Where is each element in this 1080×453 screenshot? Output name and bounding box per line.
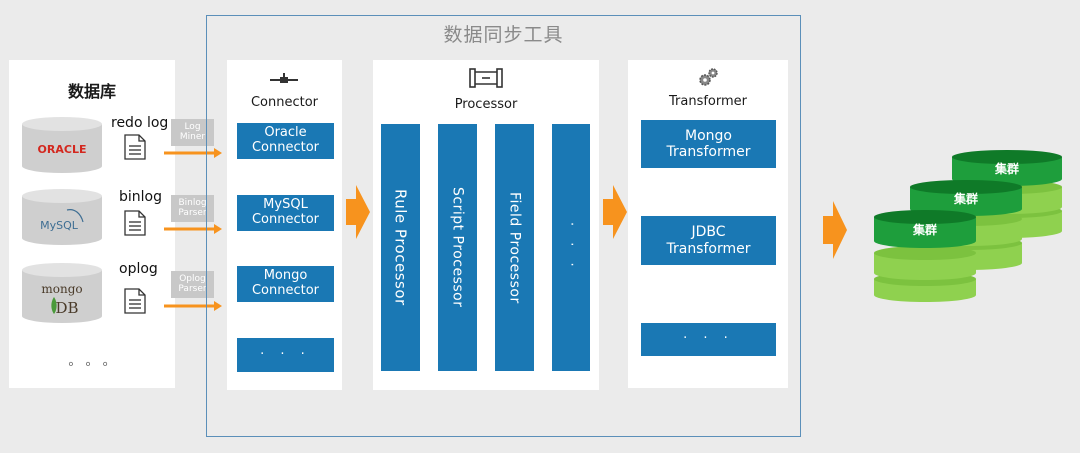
field-processor: Field Processor <box>495 124 534 371</box>
sync-tool-frame <box>206 15 801 437</box>
binlog-label: binlog <box>119 189 162 205</box>
transformer-title: Transformer <box>668 94 747 109</box>
document-icon <box>124 134 146 160</box>
connector-more: · · · <box>237 338 334 372</box>
mysql-db-icon: MySQL <box>22 189 102 245</box>
cluster-label: 集群 <box>912 222 937 237</box>
transformer-more: · · · <box>641 323 776 356</box>
oracle-logo: ORACLE <box>38 143 87 156</box>
processor-icon <box>469 68 503 88</box>
redo-log-label: redo log <box>111 115 169 131</box>
flow-arrow-icon <box>346 185 370 239</box>
parser-arrows <box>164 148 222 311</box>
database-more: 。 。 。 <box>68 354 116 369</box>
mysql-logo: MySQL <box>40 219 79 232</box>
document-icon <box>124 210 146 236</box>
flow-arrow-icon <box>823 201 847 259</box>
mongodb-logo-top: mongo <box>41 282 82 296</box>
database-title: 数据库 <box>67 82 116 101</box>
cluster-label: 集群 <box>953 191 978 206</box>
mongodb-logo-bottom: DB <box>55 299 78 317</box>
flow-arrow-icon <box>603 185 627 239</box>
cluster-stacks: 集群 集群 集群 <box>874 150 1062 302</box>
processor-more: · · · <box>552 124 590 371</box>
script-processor: Script Processor <box>438 124 477 371</box>
document-icon <box>124 288 146 314</box>
processor-title: Processor <box>454 97 518 112</box>
gears-icon <box>699 68 718 86</box>
cluster-stack-front: 集群 <box>874 210 976 302</box>
rule-processor: Rule Processor <box>381 124 420 371</box>
mongodb-db-icon: mongo DB <box>22 263 102 323</box>
oplog-label: oplog <box>119 261 158 277</box>
tool-title: 数据同步工具 <box>443 24 564 46</box>
oracle-db-icon: ORACLE <box>22 117 102 173</box>
cluster-label: 集群 <box>994 161 1019 176</box>
connector-icon <box>270 73 298 83</box>
connector-title: Connector <box>250 95 319 110</box>
